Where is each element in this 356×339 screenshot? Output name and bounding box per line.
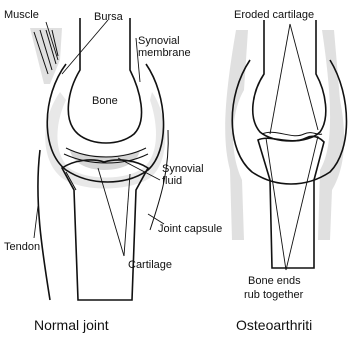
tendon-outline — [38, 150, 50, 300]
leader-eroded-a — [270, 24, 290, 134]
oa-left-shading — [225, 30, 248, 240]
label-synovial-fluid-2: fluid — [162, 175, 182, 187]
label-bursa: Bursa — [94, 11, 124, 23]
leader-bursa — [62, 20, 108, 74]
leader-bone-ends-a — [266, 138, 286, 270]
label-eroded-cartilage: Eroded cartilage — [234, 9, 314, 21]
label-cartilage: Cartilage — [128, 259, 172, 271]
label-bone-ends-2: rub together — [244, 289, 304, 301]
label-muscle: Muscle — [4, 9, 39, 21]
leader-tendon — [34, 206, 38, 238]
label-bone: Bone — [92, 95, 118, 107]
caption-osteoarthritis: Osteoarthriti — [236, 317, 312, 333]
label-bone-ends-1: Bone ends — [248, 275, 301, 287]
label-joint-capsule: Joint capsule — [158, 223, 222, 235]
label-synovial-membrane-2: membrane — [138, 47, 191, 59]
oa-eroded-contact — [262, 132, 322, 135]
label-synovial-fluid-1: Synovial — [162, 163, 204, 175]
leader-eroded-b — [290, 24, 318, 130]
normal-joint-drawing — [30, 18, 168, 300]
label-tendon: Tendon — [4, 241, 40, 253]
label-synovial-membrane-1: Synovial — [138, 35, 180, 47]
osteoarthritis-joint-drawing — [225, 20, 346, 268]
upper-bone-outline — [68, 18, 141, 143]
caption-normal-joint: Normal joint — [34, 317, 109, 333]
oa-upper-bone — [253, 20, 326, 141]
